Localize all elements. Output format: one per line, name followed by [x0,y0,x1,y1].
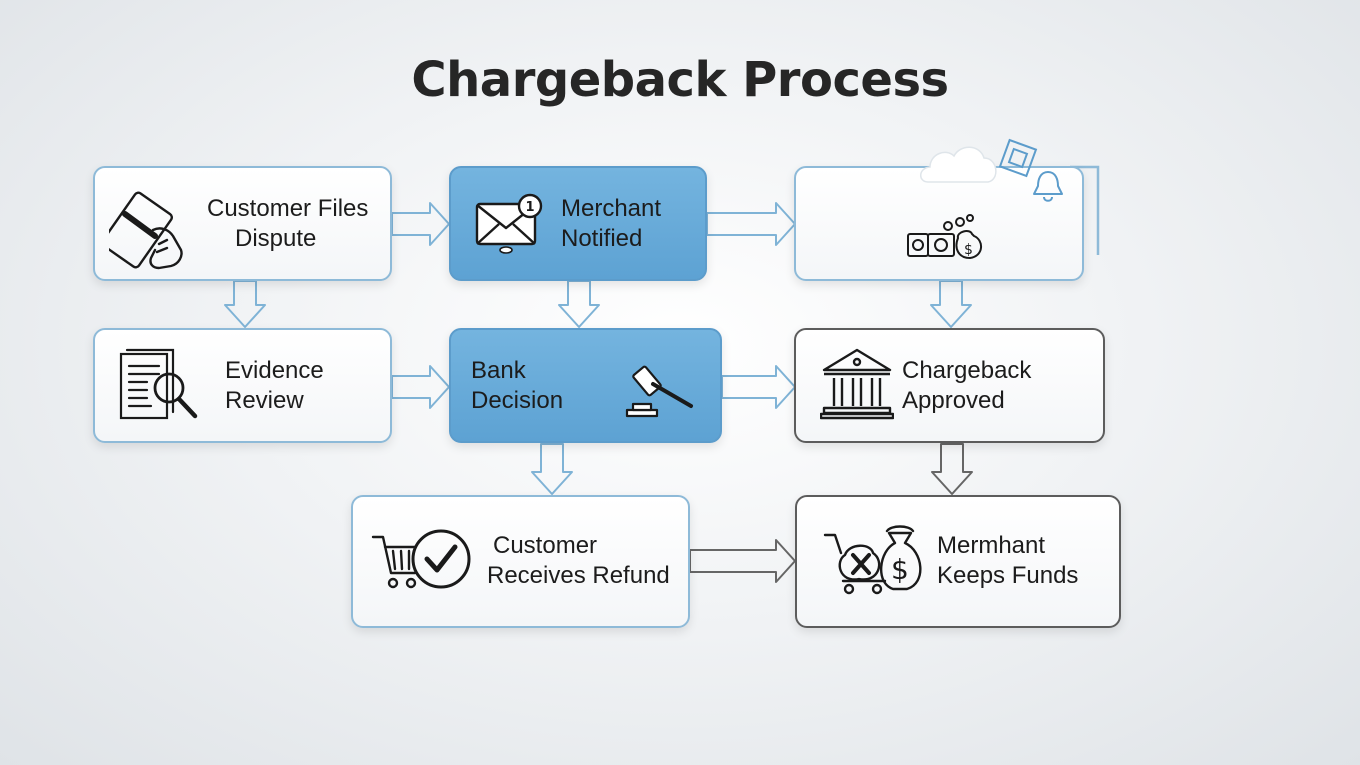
document-magnifier-icon [119,348,198,420]
arrow-decision-to-approved [721,365,796,409]
node-chargeback-approved: Chargeback Approved [794,328,1105,443]
money-bag-x-icon: $ [823,525,922,595]
node-merchant-keeps-funds: $ Mermhant Keeps Funds [795,495,1121,628]
arrow-notified-to-blank [706,202,796,246]
node-label: Bank Decision [471,357,564,414]
svg-text:$: $ [891,553,909,586]
cloud-icon [920,146,997,183]
node-label: Evidence Review [225,357,324,414]
arrow-blank-to-approved [930,280,972,328]
gavel-icon [625,365,693,418]
arrow-notified-to-decision [558,280,600,328]
node-customer-files-dispute: Customer Files Dispute [93,166,392,281]
bank-building-icon [820,348,894,420]
arrow-dispute-to-notified [391,202,450,246]
arrow-approved-to-keeps-funds [931,443,973,495]
node-label: Customer Files Dispute [207,195,369,252]
node-label: Customer Receives Refund [487,532,670,589]
envelope-notification-icon: 1 [475,193,543,254]
notification-badge: 1 [525,200,534,215]
node-label: Merchant Notified [561,195,662,252]
node-label: Chargeback Approved [902,357,1032,414]
node-customer-receives-refund: Customer Receives Refund [351,495,690,628]
node-evidence-review: Evidence Review [93,328,392,443]
arrow-decision-to-refund [531,443,573,495]
bell-icon [1033,171,1063,202]
arrow-review-to-decision [391,365,450,409]
cart-checkmark-icon [371,529,471,589]
node-label: Mermhant Keeps Funds [937,532,1079,589]
cash-coins-icon: $ [907,214,982,260]
svg-text:$: $ [964,242,973,258]
page-title: Chargeback Process [411,52,949,108]
credit-card-hand-icon [109,191,183,270]
node-bank-decision: Bank Decision [449,328,722,443]
chip-icon [998,138,1038,178]
arrow-refund-to-keeps-funds [689,539,796,583]
node-merchant-notified: 1 Merchant Notified [449,166,707,281]
arrow-dispute-to-review [224,280,266,328]
